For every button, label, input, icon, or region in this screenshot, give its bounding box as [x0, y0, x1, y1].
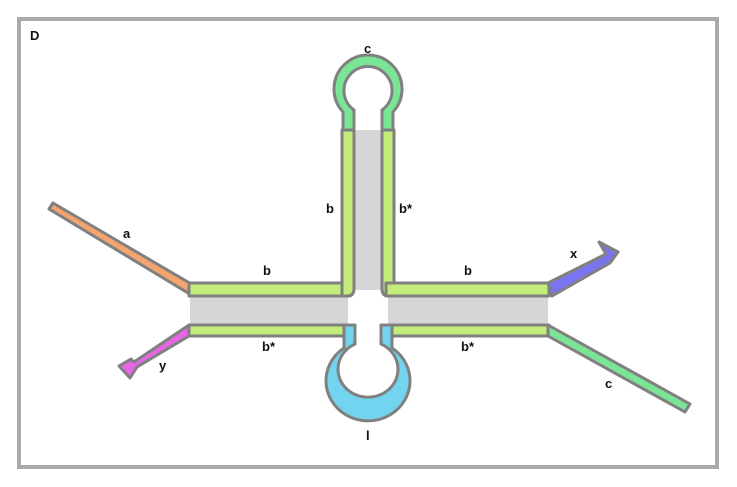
label-c-tail: c [605, 376, 612, 391]
label-bstar-stem-right: b* [399, 201, 413, 216]
domain-y-strand [117, 323, 191, 380]
domain-b-left-top [187, 281, 352, 298]
label-x: x [570, 246, 578, 261]
panel-label: D [30, 28, 39, 43]
label-b-right-top: b [464, 263, 472, 278]
label-bstar-right-bottom: b* [461, 339, 475, 354]
domain-l-loop [324, 323, 412, 423]
label-l-loop: l [366, 428, 370, 443]
domain-c-hairpin-loop [332, 53, 404, 132]
label-b-stem-left: b [326, 201, 334, 216]
duplex-stem [355, 130, 381, 290]
domain-x-strand [546, 240, 620, 298]
duplex-right-arm [388, 297, 548, 325]
domain-c-tail-strand [546, 323, 692, 414]
domain-b-stem-left [340, 128, 356, 298]
domain-b-right-top [384, 281, 551, 298]
domain-bstar-left-bottom [187, 323, 352, 338]
duplex-left-arm [190, 297, 348, 325]
domain-bstar-right-bottom [384, 323, 551, 338]
label-y: y [159, 358, 167, 373]
label-bstar-left-bottom: b* [262, 339, 276, 354]
label-c-hairpin: c [364, 41, 371, 56]
label-b-left-top: b [263, 263, 271, 278]
label-a: a [123, 226, 131, 241]
domain-bstar-stem-right [380, 128, 396, 298]
